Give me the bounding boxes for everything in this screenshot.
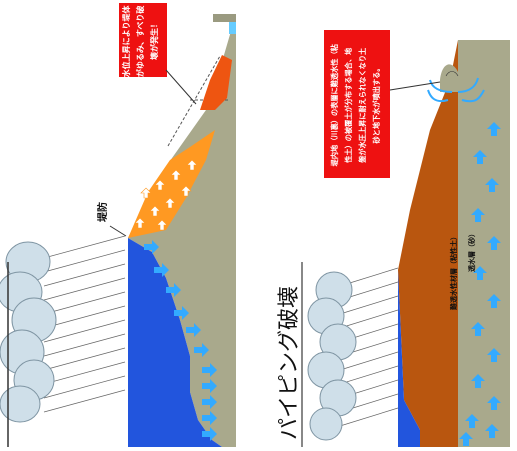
slip-block bbox=[200, 55, 232, 110]
river-water bbox=[128, 238, 222, 447]
permeable-layer-label: 透水層（砂） bbox=[467, 230, 476, 272]
right-panel: パイピング破壊 bbox=[277, 30, 510, 447]
levee-crown bbox=[213, 14, 236, 22]
impermeable-layer-label: 難透水性材層（粘性土） bbox=[449, 233, 458, 310]
ground-body bbox=[128, 14, 236, 447]
callout-line: 盤が水圧上昇に耐えられなくなり土 bbox=[358, 48, 367, 163]
callout-line: 砂と地下水が噴出する。 bbox=[372, 64, 381, 144]
svg-text:水位上昇により堤体 がゆるみ、すべり破: 水位上昇により堤体 がゆるみ、すべり破 壊が発生！ bbox=[121, 3, 159, 79]
levee-label: 堤防 bbox=[96, 202, 109, 222]
piping-title: パイピング破壊 bbox=[277, 286, 302, 440]
callout-line: 性土）の被覆土が分布する場合、地 bbox=[344, 47, 353, 163]
callout-box-left bbox=[119, 3, 167, 77]
callout-text-right: 堤内地（川裏）の表層に難透水性（粘 性土）の被覆土が分布する場合、地 盤が水圧上… bbox=[330, 42, 381, 167]
left-panel: 水位上昇により堤体 がゆるみ、すべり破 壊が発生！ 堤防 bbox=[0, 3, 236, 447]
boil-arrows bbox=[427, 77, 485, 103]
callout-line: 堤内地（川裏）の表層に難透水性（粘 bbox=[330, 43, 339, 166]
callout-line: 壊が発生！ bbox=[149, 20, 159, 60]
impermeable-layer bbox=[398, 40, 458, 447]
callout-box-right bbox=[324, 30, 390, 178]
callout-text-left: 水位上昇により堤体 がゆるみ、すべり破 壊が発生！ bbox=[121, 3, 159, 79]
river-water-right bbox=[398, 270, 420, 447]
callout-line: 水位上昇により堤体 bbox=[121, 4, 131, 78]
rain-cloud-right bbox=[307, 271, 357, 441]
permeable-layer bbox=[458, 40, 510, 447]
rain-cloud bbox=[0, 241, 57, 423]
svg-text:堤内地（川裏）の表層に難透水性（粘 性土）の: 堤内地（川裏）の表層に難透水性（粘 性土）の被覆土が分布する場合、地 盤が水圧上… bbox=[330, 42, 381, 167]
rain-lines bbox=[43, 235, 126, 413]
callout-line: がゆるみ、すべり破 bbox=[135, 6, 145, 77]
